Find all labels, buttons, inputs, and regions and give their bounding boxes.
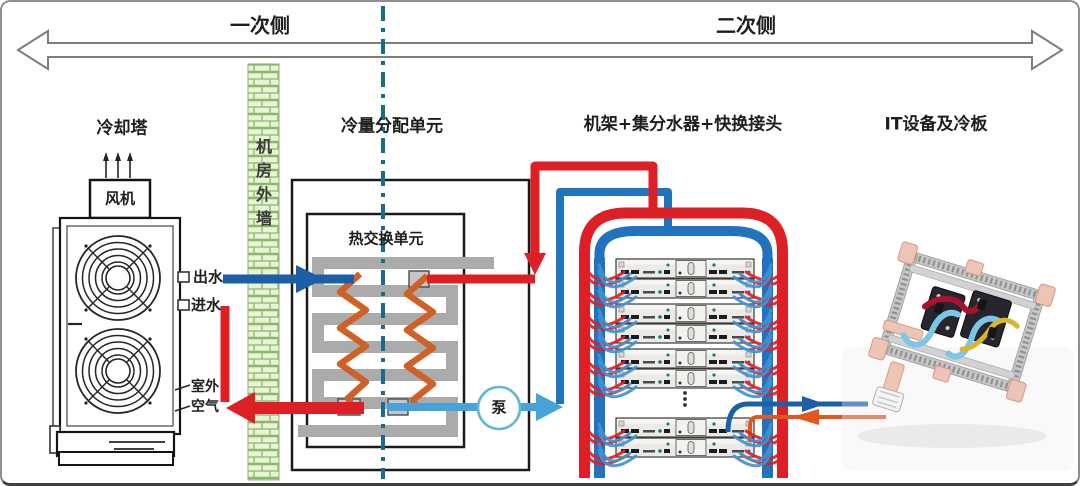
pump-circle [476,385,522,431]
wall-label: 机房外墙 [253,138,272,234]
fan-circle-bottom [75,328,161,414]
fan-box [88,178,152,220]
pump [476,385,522,431]
rack-section-label: 机架+集分水器+快换接头 [583,114,783,135]
cooling-tower [49,152,191,466]
exhaust-arrows [103,152,133,178]
heat-exchanger-label: 热交换单元 [348,229,424,248]
manifold-red-left [579,258,590,478]
outdoor-air-label-line2: 空气 [191,399,219,415]
pump-label: 泵 [491,398,507,417]
fan-circle-top [75,235,161,321]
coil-left [336,271,370,408]
primary-loop-pipes [220,265,364,424]
fan-label: 风机 [104,189,136,208]
water-in-label: 进水 [191,296,222,314]
it-section-label: IT设备及冷板 [884,114,988,135]
coil-right [403,273,437,408]
rack-assembly [579,207,886,478]
outdoor-air-label-line1: 室外 [191,379,219,395]
primary-secondary-span-arrow [16,29,1064,71]
primary-side-label: 一次侧 [230,13,290,38]
secondary-side-label: 二次侧 [716,13,776,38]
it-equipment-photo [842,241,1074,471]
ellipsis-dots [683,391,687,407]
cooling-tower-section-label: 冷却塔 [96,118,148,139]
manifold-blue-left [594,258,605,478]
cdu-section-label: 冷量分配单元 [341,116,443,137]
water-out-label: 出水 [193,268,224,286]
